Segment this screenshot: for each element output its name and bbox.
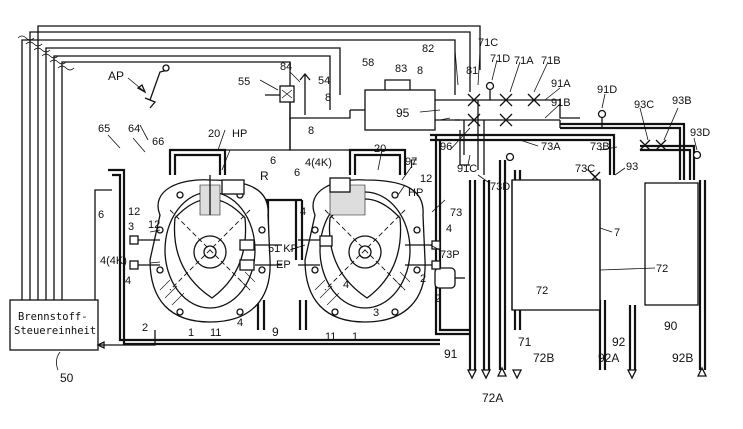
label-92B: 92B <box>672 351 693 365</box>
label-20-b: 20 <box>374 143 386 155</box>
label-73A: 73A <box>541 141 561 153</box>
accelerator-pedal <box>127 64 170 109</box>
label-1-a: 1 <box>188 327 194 339</box>
label-91C: 91C <box>457 163 477 175</box>
label-72-b: 72 <box>656 263 668 275</box>
label-12-c: 12 <box>148 219 160 231</box>
label-4-c: 4 <box>125 275 131 287</box>
label-73: 73 <box>450 207 462 219</box>
label-96: 96 <box>440 141 452 153</box>
reference-labels: AP 84 55 54 58 83 82 8 8 8 81 71C 71D 71… <box>98 37 710 405</box>
label-73C: 73C <box>575 163 595 175</box>
label-82: 82 <box>422 43 434 55</box>
controller-ref: 50 <box>60 371 74 385</box>
label-81: 81 <box>466 65 478 77</box>
valve-cluster <box>455 81 607 175</box>
label-3-b: 3 <box>373 307 379 319</box>
leader-lines <box>107 49 698 271</box>
label-12-a: 12 <box>420 173 432 185</box>
label-3-a: 3 <box>128 221 134 233</box>
label-95: 95 <box>396 106 410 120</box>
label-73P: 73P <box>440 249 460 261</box>
label-8-c: 8 <box>308 125 314 137</box>
fuel-controller: Brennstoff- Steuereinheit 50 <box>9 299 156 385</box>
label-2-b: 2 <box>435 293 441 305</box>
fuel-pump-block <box>350 79 460 131</box>
label-92: 92 <box>612 335 626 349</box>
label-2-c: 2 <box>420 273 426 285</box>
label-R: R <box>260 169 269 183</box>
label-71A: 71A <box>514 55 534 67</box>
label-12-b: 12 <box>128 206 140 218</box>
label-64: 64 <box>128 123 140 135</box>
label-71C: 71C <box>478 37 498 49</box>
label-HP-a: HP <box>232 128 247 140</box>
label-6-c: 6 <box>294 167 300 179</box>
label-93: 93 <box>626 161 638 173</box>
label-6-a: 6 <box>98 209 104 221</box>
label-1-b: 1 <box>352 331 358 343</box>
label-4-a: 4 <box>300 206 306 218</box>
label-72A: 72A <box>482 391 503 405</box>
label-83: 83 <box>395 63 407 75</box>
label-4-b: 4 <box>446 223 452 235</box>
label-51KP: 51 KP <box>268 243 298 255</box>
label-54: 54 <box>318 75 330 87</box>
label-66: 66 <box>152 136 164 148</box>
label-65: 65 <box>98 123 110 135</box>
signal-wires <box>17 25 481 300</box>
label-F: F <box>410 157 417 171</box>
label-9: 9 <box>272 325 279 339</box>
label-93B: 93B <box>672 95 692 107</box>
label-4K-b: 4(4K) <box>100 255 127 267</box>
label-91D: 91D <box>597 84 617 96</box>
label-71: 71 <box>518 335 532 349</box>
label-72B: 72B <box>533 351 554 365</box>
label-91A: 91A <box>551 78 571 90</box>
label-71B: 71B <box>541 55 561 67</box>
label-11-a: 11 <box>210 327 221 339</box>
label-91B: 91B <box>551 97 571 109</box>
label-8-a: 8 <box>325 92 331 104</box>
fuel-tanks <box>434 179 699 311</box>
label-58: 58 <box>362 57 374 69</box>
label-4-e: 4 <box>343 279 349 291</box>
label-93C: 93C <box>634 99 654 111</box>
label-72-a: 72 <box>536 285 548 297</box>
controller-line2: Steuereinheit <box>14 325 96 337</box>
label-97: 97 <box>405 156 417 168</box>
label-91: 91 <box>444 347 458 361</box>
label-71D: 71D <box>490 53 510 65</box>
label-20-a: 20 <box>208 128 220 140</box>
right-rotor-housing <box>298 177 441 323</box>
label-AP: AP <box>108 69 124 83</box>
fuel-piping <box>430 122 708 380</box>
controller-line1: Brennstoff- <box>18 311 88 323</box>
label-55: 55 <box>238 76 250 88</box>
label-6-b: 6 <box>270 155 276 167</box>
label-90: 90 <box>664 319 678 333</box>
label-8-b: 8 <box>417 65 423 77</box>
label-93D: 93D <box>690 127 710 139</box>
label-73B: 73B <box>590 141 610 153</box>
label-92A: 92A <box>598 351 619 365</box>
engine-housings <box>108 148 440 346</box>
label-EP: EP <box>276 259 291 271</box>
label-4-d: 4 <box>237 317 243 329</box>
label-7: 7 <box>614 227 620 239</box>
label-HP-b: HP <box>408 187 423 199</box>
label-73D: 73D <box>490 181 510 193</box>
left-rotor-housing <box>129 175 282 323</box>
label-84: 84 <box>280 61 292 73</box>
label-11-b: 11 <box>325 331 336 343</box>
label-4K-a: 4(4K) <box>305 157 332 169</box>
label-2-a: 2 <box>142 322 148 334</box>
